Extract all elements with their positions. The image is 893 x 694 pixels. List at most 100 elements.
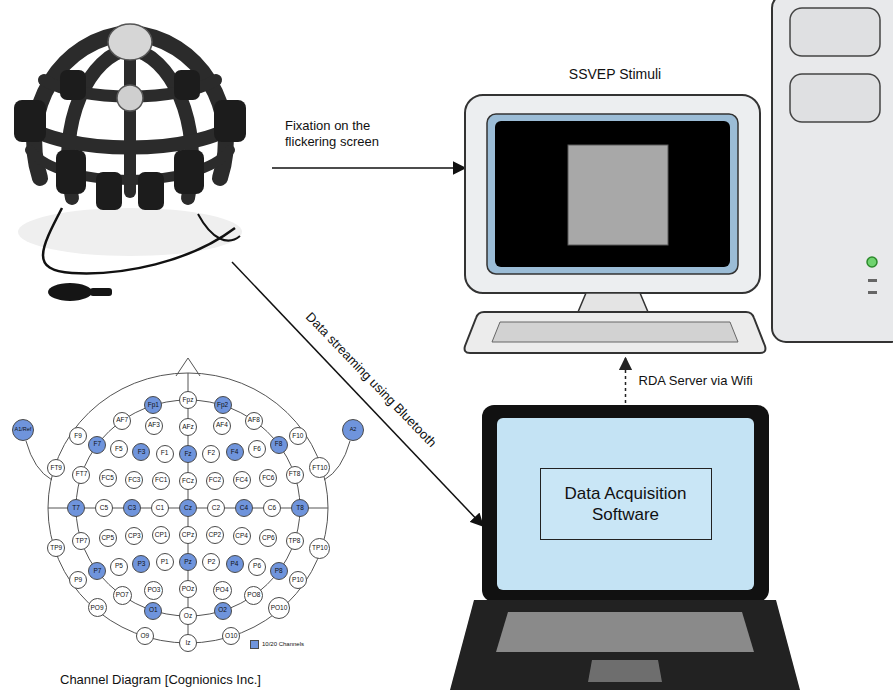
electrode-circle: C1 [151, 499, 169, 517]
channel-name: PO9 [91, 605, 104, 612]
channel-name: O2 [218, 607, 227, 614]
electrode-circle: F10 [289, 427, 307, 445]
channel-name: P8 [275, 568, 283, 575]
channel-name: F1 [161, 450, 169, 457]
electrode-circle: Fp2 [214, 396, 232, 414]
electrode-circle: FC1 [152, 472, 170, 490]
electrode-circle: T7 [67, 499, 85, 517]
electrode-circle: PO4 [213, 581, 232, 600]
channel-name: CP6 [262, 535, 275, 542]
channel-name: O10 [225, 633, 237, 640]
channel-name: CP2 [209, 532, 222, 539]
channel-name: CP4 [235, 533, 248, 540]
channel-name: FC6 [262, 475, 274, 482]
electrode-circle: P8 [270, 562, 288, 580]
node-title: SSVEP Stimuli [465, 66, 765, 83]
monitor-node: SSVEP Stimuli [465, 62, 765, 355]
electrode-circle: CP1 [152, 526, 170, 544]
electrode-circle: O10 [222, 627, 240, 645]
channel-name: C6 [268, 505, 276, 512]
channel-name: O9 [140, 633, 149, 640]
channel-name: T8 [296, 505, 304, 512]
channel-name: P5 [115, 563, 123, 570]
eeg-headset [14, 24, 246, 301]
electrode-circle: CP4 [233, 527, 251, 545]
channel-name: A2 [350, 427, 357, 433]
channel-name: C3 [128, 505, 136, 512]
channel-name: AFz [182, 424, 194, 431]
electrode-circle: Iz [179, 634, 197, 652]
legend-text: 10/20 Channels [262, 640, 304, 649]
channel-name: C2 [212, 505, 220, 512]
channel-name: F10 [292, 433, 303, 440]
channel-name: F4 [231, 449, 239, 456]
electrode-circle: O1 [144, 602, 162, 620]
electrode-circle: CPz [179, 526, 197, 544]
channel-name: P9 [74, 577, 82, 584]
electrode-circle: PO9 [88, 598, 107, 617]
electrode-circle: F1 [156, 445, 174, 463]
channel-name: AF8 [248, 417, 260, 424]
electrode-circle: AF3 [145, 417, 163, 435]
electrode-circle: C3 [123, 499, 141, 517]
channel-name: P2 [207, 559, 215, 566]
dotted-connector [625, 358, 627, 403]
channel-name: F3 [138, 449, 146, 456]
legend-swatch [250, 640, 259, 649]
connector-label: RDA Server via Wifi [637, 373, 755, 389]
electrode-circle: FC5 [99, 469, 117, 487]
channel-name: FC5 [102, 475, 114, 482]
electrode-circle: P7 [88, 562, 106, 580]
channel-name: P10 [292, 577, 304, 584]
electrode-circle: P3 [132, 555, 150, 573]
electrode-circle: CP2 [206, 526, 224, 544]
electrode-circle: P9 [69, 571, 87, 589]
electrode-circle: C4 [235, 499, 253, 517]
electrode-circle: C5 [95, 499, 113, 517]
electrode-circle: A1/Ref [12, 419, 34, 441]
channel-name: Oz [184, 613, 192, 620]
electrode-circle: P2 [202, 553, 220, 571]
channel-name: AF3 [148, 422, 160, 429]
electrode-circle: O9 [136, 627, 154, 645]
channel-name: CP1 [155, 532, 168, 539]
channel-name: PO7 [116, 592, 129, 599]
channel-name: FC1 [155, 477, 167, 484]
channel-name: Iz [185, 640, 190, 647]
channel-name: Fpz [183, 397, 194, 404]
electrode-circle: A2 [342, 419, 364, 441]
electrode-circle: CP3 [125, 527, 143, 545]
electrode-circle: FC3 [125, 471, 143, 489]
electrode-circle: Pz [179, 553, 197, 571]
channel-name: PO3 [147, 587, 160, 594]
electrode-circle: Cz [179, 499, 197, 517]
channel-name: F7 [94, 441, 102, 448]
channel-name: PO4 [215, 587, 228, 594]
arrow-label: Fixation on the flickering screen [285, 118, 397, 150]
electrode-circle: F7 [88, 436, 106, 454]
bluetooth-arrow [232, 262, 483, 526]
electrode-circle: Fz [179, 445, 197, 463]
electrode-circle: C2 [207, 499, 225, 517]
channel-name: FC3 [128, 477, 140, 484]
electrode-circle: FC2 [206, 472, 224, 490]
channel-name: CP3 [128, 533, 141, 540]
electrode-circle: AF7 [113, 412, 131, 430]
channel-name: CP5 [101, 535, 114, 542]
channel-name: FCz [182, 478, 194, 485]
electrode-circle: PO8 [244, 586, 263, 605]
channel-name: POz [182, 586, 195, 593]
channel-name: F2 [208, 450, 216, 457]
arrow-label: Data streaming using Bluetooth [302, 309, 440, 451]
electrode-circle: F4 [226, 443, 244, 461]
electrode-circle: FT9 [47, 459, 65, 477]
channel-name: Fp1 [148, 402, 159, 409]
channel-name: O1 [149, 607, 158, 614]
channel-name: Pz [184, 559, 192, 566]
electrode-circle: F6 [248, 440, 266, 458]
channel-name: PO10 [271, 605, 288, 612]
channel-name: PO8 [247, 592, 260, 599]
channel-name: P4 [231, 561, 239, 568]
